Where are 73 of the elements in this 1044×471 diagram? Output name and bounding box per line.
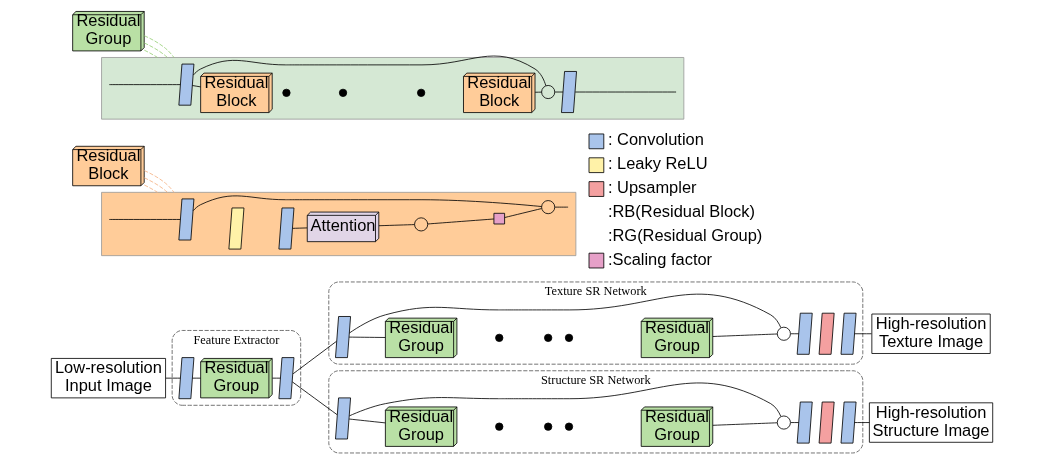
- node-box: [493, 212, 505, 225]
- legend-label: : Upsampler: [607, 178, 697, 197]
- legend-label: : Convolution: [607, 130, 704, 149]
- node-dot: [282, 88, 291, 97]
- legend-label: :RG(Residual Group): [607, 225, 763, 244]
- node-dot: [495, 422, 504, 431]
- connector: [192, 55, 547, 87]
- connector: [348, 418, 386, 424]
- connector: [143, 177, 168, 193]
- node-circle: [541, 85, 556, 99]
- connector: [292, 227, 308, 229]
- node-parallelogram: [178, 357, 195, 400]
- node-parallelogram: [335, 316, 351, 358]
- node-parallelogram: [278, 357, 295, 400]
- connector: [349, 293, 782, 334]
- connector: [790, 422, 800, 423]
- node-parallelogram: [335, 397, 351, 440]
- connector: [292, 340, 337, 375]
- connector: [108, 84, 181, 86]
- connector: [427, 218, 495, 225]
- connector: [192, 195, 542, 212]
- cluster: [101, 191, 577, 257]
- connector: [291, 381, 338, 416]
- legend-label: :Scaling factor: [607, 249, 713, 268]
- legend-label: : Leaky ReLU: [607, 154, 708, 173]
- connector: [143, 170, 175, 193]
- node-dot: [544, 422, 553, 431]
- node-parallelogram: [796, 401, 813, 444]
- node-dot: [495, 333, 504, 342]
- connector: [143, 184, 158, 193]
- connector: [348, 382, 782, 417]
- node-parallelogram: [840, 401, 857, 444]
- legend-label: :RB(Residual Block): [607, 202, 755, 220]
- node-dot: [417, 88, 426, 97]
- node-parallelogram: [561, 71, 577, 113]
- connector: [790, 333, 800, 335]
- node-parallelogram: [796, 312, 813, 355]
- node-parallelogram: [278, 207, 295, 250]
- connector: [165, 377, 181, 379]
- node-circle: [776, 326, 791, 341]
- connector: [554, 206, 569, 208]
- connector: [712, 333, 778, 337]
- connector: [108, 219, 181, 220]
- node-circle: [541, 200, 556, 215]
- connector: [854, 422, 870, 423]
- node-dot: [338, 88, 348, 97]
- node-dot: [564, 333, 574, 342]
- connector: [504, 208, 542, 218]
- node-parallelogram: [840, 312, 857, 355]
- node-box: Low-resolution Input Image: [50, 358, 166, 399]
- connector: [712, 422, 778, 426]
- connector: [534, 91, 542, 93]
- connector: [378, 224, 415, 227]
- node-dot: [564, 422, 574, 431]
- node-dot: [544, 333, 553, 342]
- node-parallelogram: [818, 401, 835, 444]
- connector: [143, 49, 158, 58]
- node-box: High-resolution Structure Image: [868, 402, 994, 443]
- connector: [143, 35, 175, 58]
- connector: [348, 336, 386, 338]
- node-box: High-resolution Texture Image: [871, 313, 991, 354]
- connector: [192, 85, 201, 88]
- node-parallelogram: [818, 312, 835, 355]
- node-circle: [776, 415, 791, 430]
- connector: [192, 377, 201, 379]
- connector: [554, 91, 564, 93]
- connector: [143, 42, 168, 58]
- node-parallelogram: [228, 207, 245, 250]
- connector: [272, 377, 281, 379]
- node-parallelogram: [178, 63, 195, 106]
- node-circle: [414, 217, 429, 232]
- node-parallelogram: [178, 198, 195, 241]
- connector: [854, 333, 872, 335]
